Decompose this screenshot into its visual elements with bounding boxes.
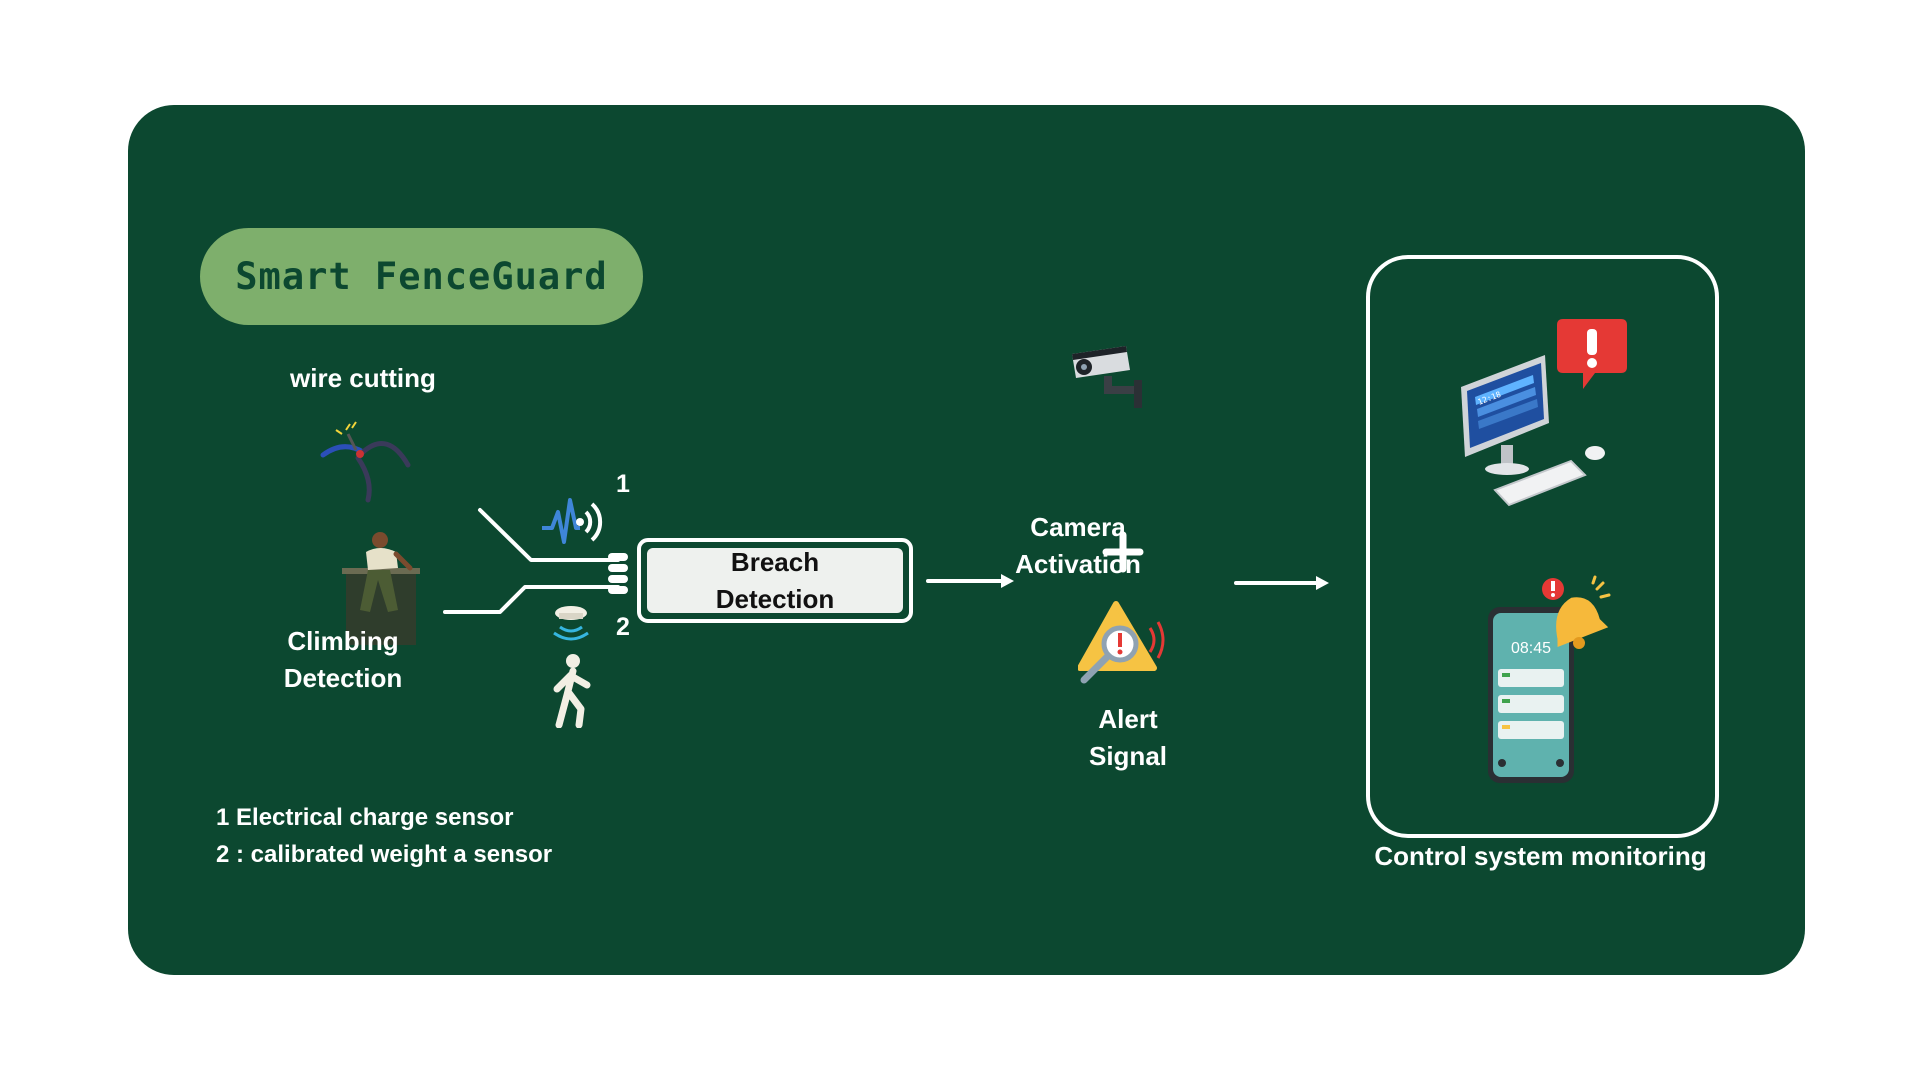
alert-bubble-icon — [1557, 319, 1627, 389]
breach-detection-line-1: Breach — [730, 546, 820, 577]
connector-pin — [608, 575, 628, 583]
alert-signal-line-2: Signal — [1088, 741, 1167, 771]
breach-detection-line-2: Detection — [715, 583, 835, 614]
plus-icon — [1102, 531, 1144, 573]
connector-pin — [608, 586, 628, 594]
control-monitoring-label: Control system monitoring — [1374, 841, 1707, 871]
arrow-head — [1316, 576, 1329, 590]
connector-lines — [443, 508, 1329, 614]
sensor-marker-2: 2 — [616, 613, 630, 641]
arrow-head — [1001, 574, 1014, 588]
title-pill: Smart FenceGuard — [200, 228, 643, 325]
sensor-marker-1: 1 — [616, 470, 630, 498]
climbing-detection-line-1: Climbing — [287, 626, 399, 656]
breach-detection-label: Breach Detection — [647, 547, 903, 614]
wire-cutting-label: wire cutting — [290, 363, 436, 393]
wire-cutter-icon — [320, 421, 411, 503]
smartphone-icon: 08:45 — [1488, 607, 1574, 783]
camera-activation-line-1: Camera — [1030, 512, 1126, 542]
security-camera-icon — [1072, 346, 1142, 408]
connector-pin — [608, 553, 628, 561]
sensor-line-lower — [443, 585, 620, 614]
alert-signal-line-1: Alert — [1098, 704, 1158, 734]
walking-person-icon — [553, 654, 591, 728]
sensor-line-upper — [478, 508, 620, 562]
phone-time-text: 08:45 — [1511, 640, 1551, 657]
signal-wave-icon — [542, 498, 603, 544]
diagram-panel: Smart FenceGuard wire cutting — [128, 105, 1805, 975]
notification-bell-icon — [1542, 575, 1611, 649]
climbing-detection-label: Climbing Detection — [273, 623, 413, 697]
climbing-person-icon — [342, 532, 420, 645]
connector-pin — [608, 564, 628, 572]
legend-line-2: 2 : calibrated weight a sensor — [216, 841, 553, 868]
breach-detection-box: Breach Detection — [637, 538, 913, 623]
diagram-title: Smart FenceGuard — [235, 255, 608, 298]
control-monitoring-box — [1366, 255, 1719, 838]
climbing-detection-line-2: Detection — [283, 663, 403, 693]
alert-signal-label: Alert Signal — [1068, 701, 1188, 775]
warning-magnifier-icon — [1078, 601, 1165, 684]
weight-sensor-icon — [553, 606, 589, 641]
legend-line-1: 1 Electrical charge sensor — [216, 804, 514, 831]
desktop-computer-icon: 12:18 — [1461, 355, 1605, 507]
